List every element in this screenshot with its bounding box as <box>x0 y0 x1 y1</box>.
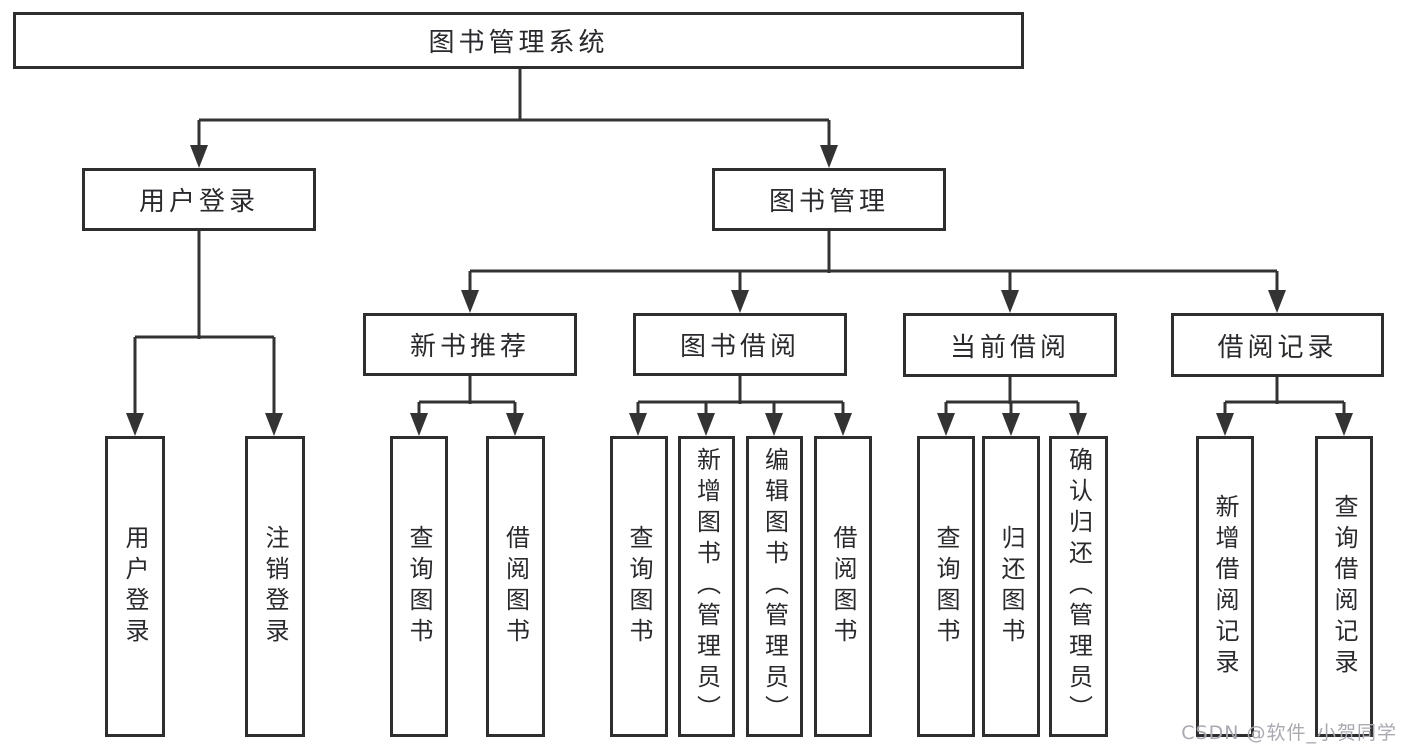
leaf-add-borrow-record: 新增借阅记录 <box>1196 436 1254 737</box>
leaf-return-books: 归还图书 <box>982 436 1040 737</box>
node-user-login: 用户登录 <box>82 168 316 231</box>
leaf-edit-books-admin: 编辑图书（管理员） <box>746 436 803 737</box>
leaf-user-login: 用户登录 <box>105 436 165 737</box>
node-new-book-recommendation: 新书推荐 <box>363 313 577 376</box>
leaf-borrow-books: 借阅图书 <box>814 436 872 737</box>
node-book-management: 图书管理 <box>712 168 946 231</box>
node-current-borrowing: 当前借阅 <box>903 313 1117 377</box>
leaf-query-books: 查询图书 <box>610 436 668 737</box>
leaf-query-books: 查询图书 <box>917 436 975 737</box>
node-borrowing-records: 借阅记录 <box>1171 313 1384 377</box>
leaf-logout: 注销登录 <box>245 436 305 737</box>
leaf-query-books: 查询图书 <box>390 436 448 737</box>
node-book-borrowing: 图书借阅 <box>633 313 847 376</box>
leaf-query-borrow-record: 查询借阅记录 <box>1315 436 1373 737</box>
csdn-watermark: CSDN @软件_小贺同学 <box>1181 722 1397 744</box>
leaf-confirm-return-admin: 确认归还（管理员） <box>1049 436 1108 737</box>
leaf-add-books-admin: 新增图书（管理员） <box>678 436 735 737</box>
leaf-borrow-books: 借阅图书 <box>486 436 545 737</box>
node-library-system: 图书管理系统 <box>13 12 1024 69</box>
